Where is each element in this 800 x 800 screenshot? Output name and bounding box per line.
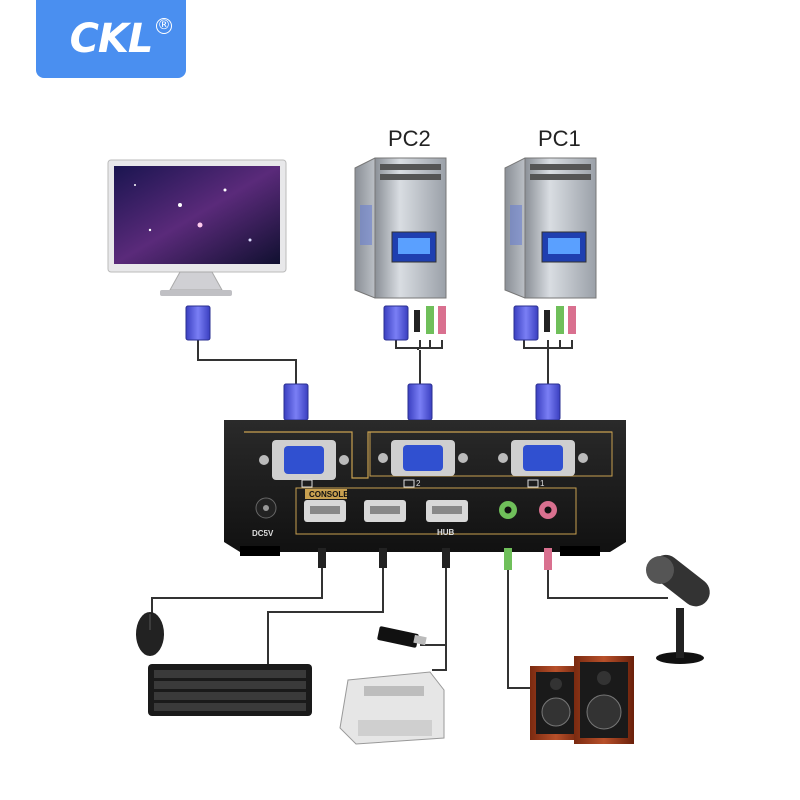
- dc5v-label: DC5V: [252, 529, 274, 538]
- pc2-label: PC2: [388, 126, 431, 151]
- console-label-bg: [305, 489, 347, 499]
- console-label-text: CONSOLE: [309, 490, 349, 499]
- pc1-label: PC1: [538, 126, 581, 151]
- microphone-icon: [646, 554, 710, 664]
- usb-plugs-bottom: [318, 548, 552, 570]
- brand-logo: CKL ®: [36, 0, 186, 78]
- keyboard-icon: [148, 664, 312, 716]
- mouse-icon: [136, 612, 164, 656]
- hub-label: HUB: [437, 528, 455, 537]
- printer-icon: [339, 671, 445, 745]
- pc-plugs: [414, 306, 576, 334]
- kvm-switch: [224, 420, 626, 556]
- cables: [151, 338, 668, 689]
- monitor-icon: [107, 159, 287, 296]
- tower-pc1-icon: [504, 157, 597, 299]
- speakers-icon: [530, 656, 634, 744]
- logo-text: CKL: [69, 16, 154, 62]
- port1-number: 1: [540, 479, 545, 488]
- port2-number: 2: [416, 479, 421, 488]
- vga-connector-icon: [185, 305, 561, 421]
- usb-drive-icon: [377, 626, 427, 648]
- registered-mark: ®: [156, 18, 172, 34]
- tower-pc2-icon: [354, 157, 447, 299]
